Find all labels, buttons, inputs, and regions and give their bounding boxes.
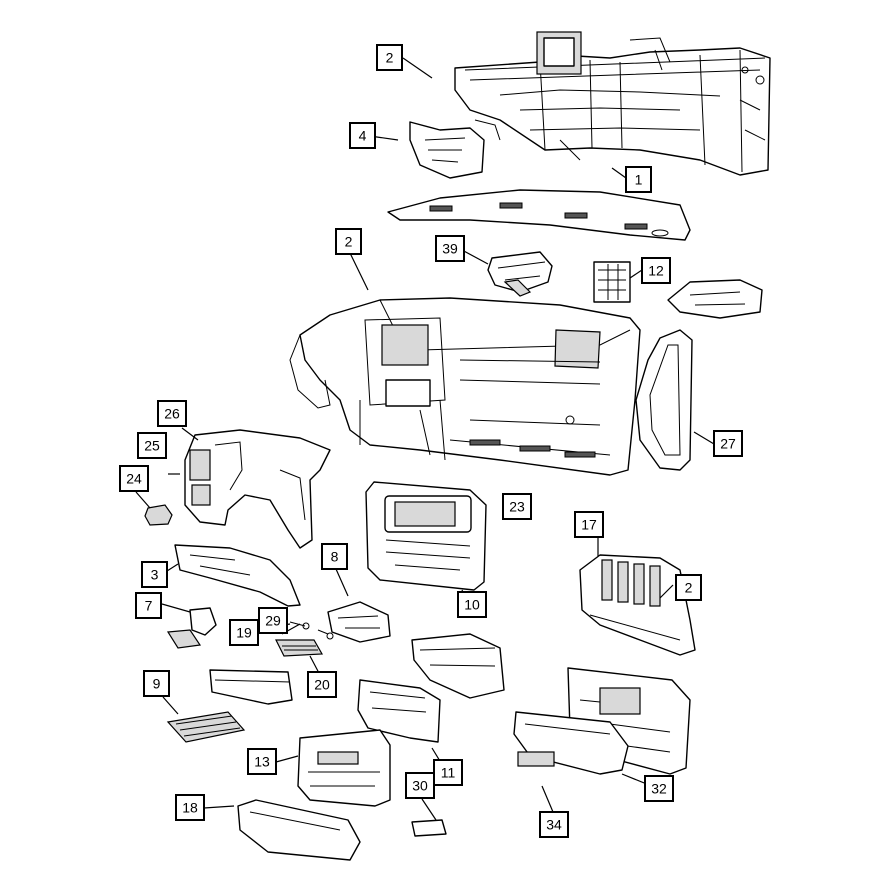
callout-label: 30 <box>412 778 428 794</box>
part-right-bracket <box>667 279 763 319</box>
callout-11: 11 <box>433 759 463 786</box>
part-1-panel-structure <box>454 31 771 176</box>
part-11-bezel <box>357 679 441 743</box>
part-29-screws <box>289 621 334 640</box>
part-storage-bin <box>209 669 293 705</box>
part-13-console-bin <box>297 729 391 807</box>
part-12-module <box>593 261 631 303</box>
callout-29: 29 <box>258 607 288 634</box>
callout-label: 9 <box>153 676 161 692</box>
callout-label: 29 <box>265 613 281 629</box>
callout-2: 2 <box>376 44 403 71</box>
callout-label: 18 <box>182 800 198 816</box>
part-8-bracket <box>327 601 391 643</box>
part-2-instrument-panel <box>289 297 641 476</box>
callout-26: 26 <box>157 400 187 427</box>
callout-label: 7 <box>145 598 153 614</box>
callout-24: 24 <box>119 465 149 492</box>
callout-label: 20 <box>314 677 330 693</box>
callout-label: 25 <box>144 438 160 454</box>
callout-7: 7 <box>135 592 162 619</box>
part-27-end-trim <box>635 329 693 471</box>
callout-1: 1 <box>625 166 652 193</box>
callout-19: 19 <box>229 619 259 646</box>
callout-20: 20 <box>307 671 337 698</box>
callout-8: 8 <box>321 543 348 570</box>
callout-39: 39 <box>435 235 465 262</box>
callout-10: 10 <box>457 591 487 618</box>
callout-label: 13 <box>254 754 270 770</box>
callout-label: 8 <box>331 549 339 565</box>
callout-label: 17 <box>581 517 597 533</box>
callout-label: 23 <box>509 499 525 515</box>
callout-4: 4 <box>349 122 376 149</box>
callout-label: 2 <box>345 234 353 250</box>
callout-2-panel: 2 <box>335 228 362 255</box>
callout-label: 27 <box>720 436 736 452</box>
callout-27: 27 <box>713 430 743 457</box>
part-4-bracket <box>409 121 485 179</box>
callout-9: 9 <box>143 670 170 697</box>
part-20-grille <box>275 639 324 657</box>
callout-13: 13 <box>247 748 277 775</box>
callout-label: 39 <box>442 241 458 257</box>
part-9-mat <box>166 711 246 743</box>
callout-label: 2 <box>685 580 693 596</box>
callout-34: 34 <box>539 811 569 838</box>
callout-label: 11 <box>441 765 456 781</box>
part-7-latch <box>166 607 217 649</box>
callout-30: 30 <box>405 772 435 799</box>
callout-25: 25 <box>137 432 167 459</box>
part-34-glovebox-liner <box>513 711 629 775</box>
part-17-switch-bank <box>579 554 696 656</box>
part-24-switch <box>144 504 173 526</box>
part-30-clip <box>411 819 447 837</box>
callout-23: 23 <box>502 493 532 520</box>
callout-label: 19 <box>236 625 252 641</box>
callout-label: 12 <box>648 263 664 279</box>
callout-label: 34 <box>546 817 562 833</box>
callout-label: 1 <box>635 172 643 188</box>
part-center-support <box>411 633 505 699</box>
callout-label: 26 <box>164 406 180 422</box>
callout-17: 17 <box>574 511 604 538</box>
callout-2-switch: 2 <box>675 574 702 601</box>
part-39-airbag-module <box>487 251 553 297</box>
callout-label: 2 <box>386 50 394 66</box>
part-3-knee-bolster <box>174 544 301 607</box>
part-26-cluster-bezel <box>184 429 331 549</box>
callout-label: 10 <box>464 597 480 613</box>
part-18-lower-panel <box>237 799 361 861</box>
callout-18: 18 <box>175 794 205 821</box>
callout-32: 32 <box>644 775 674 802</box>
callout-3: 3 <box>141 561 168 588</box>
callout-label: 3 <box>151 567 159 583</box>
part-defroster-grille <box>387 189 691 241</box>
part-23-center-bezel <box>365 481 487 591</box>
callout-label: 24 <box>126 471 142 487</box>
callout-12: 12 <box>641 257 671 284</box>
callout-label: 32 <box>651 781 667 797</box>
callout-label: 4 <box>359 128 367 144</box>
